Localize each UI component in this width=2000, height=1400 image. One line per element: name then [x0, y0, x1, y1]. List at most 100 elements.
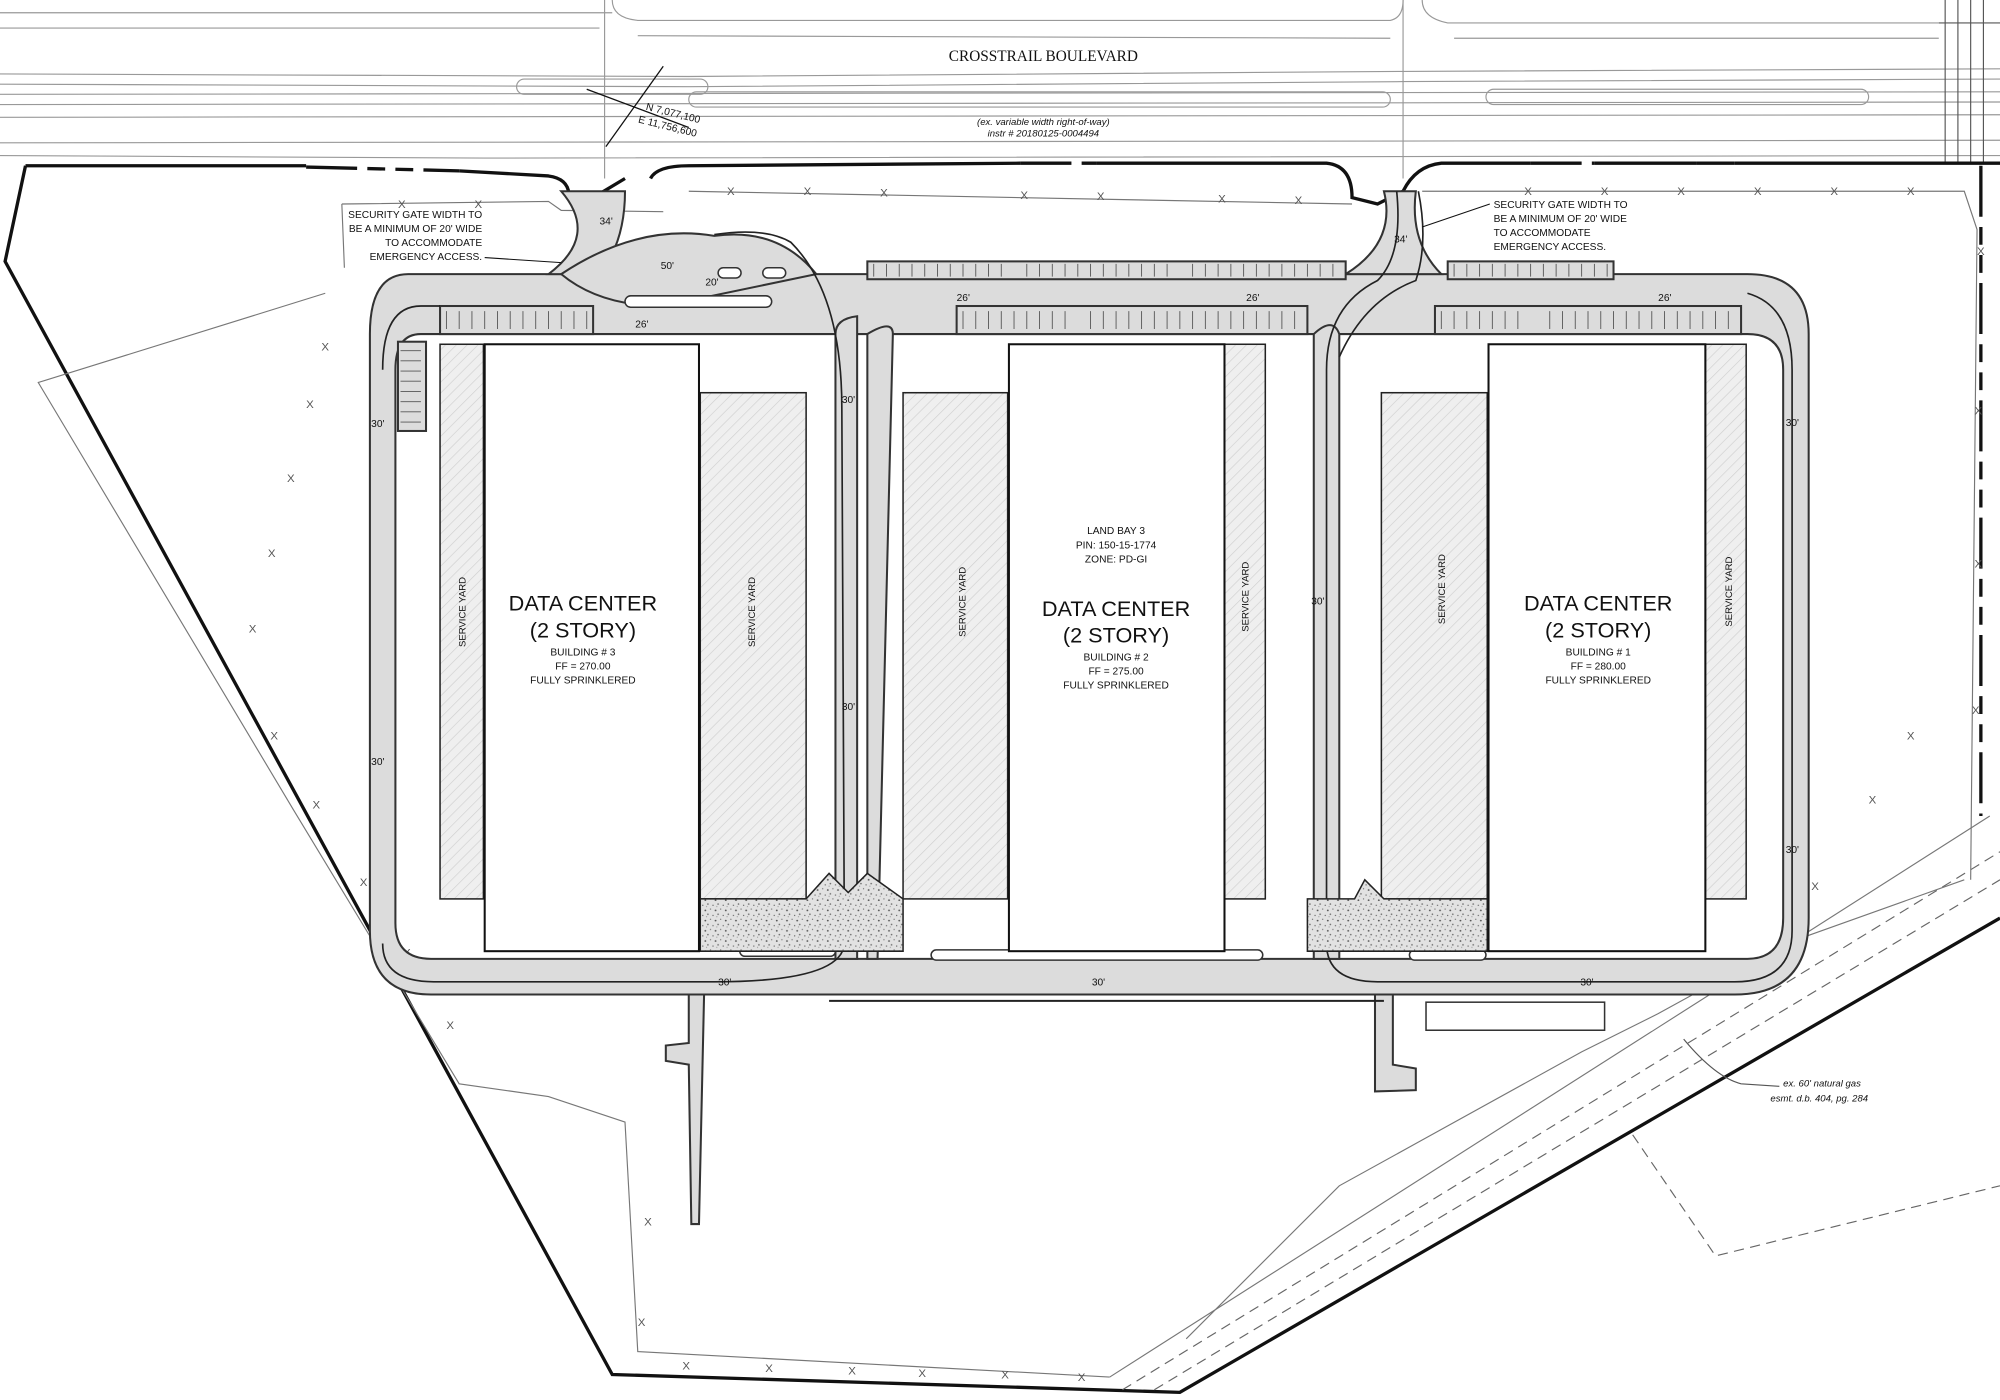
svg-text:X: X [446, 1020, 454, 1032]
svg-text:X: X [644, 1216, 652, 1228]
dim-gate-east: 34' [1394, 234, 1407, 245]
coordinate-callout: N 7,077,100 E 11,756,600 [586, 65, 702, 148]
land-bay-label: LAND BAY 3 [1087, 526, 1145, 537]
svg-text:X: X [1977, 246, 1985, 258]
svg-text:(2 STORY): (2 STORY) [1545, 618, 1651, 643]
dim-island-gap: 20' [705, 278, 718, 289]
svg-text:SERVICE YARD: SERVICE YARD [747, 577, 758, 647]
svg-text:X: X [1020, 190, 1028, 202]
svg-text:SECURITY GATE WIDTH TO: SECURITY GATE WIDTH TO [1494, 200, 1628, 211]
svg-text:FULLY SPRINKLERED: FULLY SPRINKLERED [1063, 681, 1169, 692]
svg-text:TO ACCOMMODATE: TO ACCOMMODATE [1494, 228, 1591, 239]
svg-text:X: X [474, 199, 482, 211]
fence-markers: X X X X X X X X X X X X X X X X X X X X … [249, 186, 1985, 1384]
svg-text:X: X [249, 623, 257, 635]
svg-text:X: X [1869, 794, 1877, 806]
svg-text:SECURITY GATE WIDTH TO: SECURITY GATE WIDTH TO [348, 210, 482, 221]
building-2-label: LAND BAY 3 PIN: 150-15-1774 ZONE: PD-GI … [1042, 526, 1190, 691]
svg-text:30': 30' [371, 419, 384, 430]
zone-label: ZONE: PD-GI [1085, 554, 1147, 565]
dim-gate-west: 34' [599, 216, 612, 227]
svg-text:X: X [270, 731, 278, 743]
svg-text:X: X [1218, 194, 1226, 206]
svg-text:30': 30' [1311, 596, 1324, 607]
building-1-complex [1306, 343, 1747, 953]
svg-text:SERVICE YARD: SERVICE YARD [1437, 554, 1448, 624]
building-1-label: DATA CENTER (2 STORY) BUILDING # 1 FF = … [1524, 591, 1672, 687]
svg-text:X: X [1754, 186, 1762, 198]
right-of-way-note: (ex. variable width right-of-way) [977, 117, 1110, 128]
svg-text:BUILDING # 2: BUILDING # 2 [1084, 652, 1149, 663]
svg-text:X: X [1097, 191, 1105, 203]
svg-text:FULLY SPRINKLERED: FULLY SPRINKLERED [1545, 675, 1651, 686]
svg-text:X: X [848, 1366, 856, 1378]
svg-text:30': 30' [842, 395, 855, 406]
svg-text:SERVICE YARD: SERVICE YARD [1241, 562, 1252, 632]
svg-text:X: X [804, 186, 812, 198]
svg-text:EMERGENCY ACCESS.: EMERGENCY ACCESS. [1494, 242, 1607, 253]
svg-text:X: X [1001, 1369, 1009, 1381]
svg-text:30': 30' [371, 757, 384, 768]
svg-text:X: X [1974, 558, 1982, 570]
svg-text:SERVICE YARD: SERVICE YARD [458, 577, 469, 647]
building-3-label: DATA CENTER (2 STORY) BUILDING # 3 FF = … [509, 591, 657, 687]
svg-text:X: X [880, 187, 888, 199]
service-yard-east-3 [699, 391, 807, 900]
dimension-labels: 34' 34' 50' 20' 26' 26' 26' 26' 30' 30' … [371, 216, 1799, 988]
building-1 [1487, 343, 1707, 953]
svg-text:26': 26' [635, 320, 648, 331]
svg-text:FF = 280.00: FF = 280.00 [1571, 661, 1627, 672]
svg-text:30': 30' [718, 978, 731, 989]
service-yard-labels: SERVICE YARD SERVICE YARD SERVICE YARD S… [458, 554, 1736, 647]
instrument-note: instr # 20180125-0004494 [988, 128, 1100, 139]
service-yard-west-3 [439, 343, 485, 900]
pin-label: PIN: 150-15-1774 [1076, 540, 1157, 551]
street-name: CROSSTRAIL BOULEVARD [949, 48, 1138, 65]
svg-text:X: X [1907, 186, 1915, 198]
svg-text:X: X [1974, 405, 1982, 417]
svg-text:26': 26' [1246, 293, 1259, 304]
svg-text:X: X [1907, 731, 1915, 743]
gate-note-west: SECURITY GATE WIDTH TO BE A MINIMUM OF 2… [348, 210, 562, 264]
svg-text:30': 30' [1786, 418, 1799, 429]
svg-text:X: X [1972, 705, 1980, 717]
service-yard-west-1 [1380, 391, 1489, 900]
svg-text:X: X [682, 1360, 690, 1372]
easement-note-line1: ex. 60' natural gas [1783, 1078, 1861, 1089]
svg-text:SERVICE YARD: SERVICE YARD [1724, 557, 1735, 627]
svg-text:DATA CENTER: DATA CENTER [509, 591, 657, 616]
building-3 [483, 343, 700, 953]
service-yard-east-2 [1223, 343, 1267, 900]
svg-text:DATA CENTER: DATA CENTER [1042, 596, 1190, 621]
svg-text:BUILDING # 1: BUILDING # 1 [1566, 647, 1631, 658]
svg-text:X: X [306, 399, 314, 411]
gate-note-east: SECURITY GATE WIDTH TO BE A MINIMUM OF 2… [1422, 200, 1628, 253]
svg-text:SERVICE YARD: SERVICE YARD [958, 567, 969, 637]
svg-text:FULLY SPRINKLERED: FULLY SPRINKLERED [530, 675, 636, 686]
building-2 [1007, 343, 1226, 953]
svg-text:EMERGENCY ACCESS.: EMERGENCY ACCESS. [370, 252, 483, 263]
gas-easement [1109, 815, 2000, 1391]
svg-text:X: X [727, 186, 735, 198]
svg-text:X: X [1677, 186, 1685, 198]
svg-text:(2 STORY): (2 STORY) [1063, 623, 1169, 648]
svg-text:TO ACCOMMODATE: TO ACCOMMODATE [385, 238, 482, 249]
service-yard-east-1 [1704, 343, 1747, 900]
svg-text:BUILDING # 3: BUILDING # 3 [550, 647, 615, 658]
svg-text:30': 30' [1580, 978, 1593, 989]
svg-text:FF = 275.00: FF = 275.00 [1088, 667, 1144, 678]
svg-text:X: X [918, 1368, 926, 1380]
svg-text:30': 30' [1786, 845, 1799, 856]
svg-text:BE A MINIMUM OF 20' WIDE: BE A MINIMUM OF 20' WIDE [349, 224, 482, 235]
svg-text:X: X [1524, 186, 1532, 198]
svg-text:26': 26' [1658, 293, 1671, 304]
svg-text:X: X [268, 548, 276, 560]
svg-text:X: X [398, 199, 406, 211]
islands [624, 266, 1606, 1032]
svg-text:X: X [321, 342, 329, 354]
svg-text:30': 30' [842, 702, 855, 713]
svg-text:26': 26' [957, 293, 970, 304]
svg-text:X: X [1811, 881, 1819, 893]
svg-text:(2 STORY): (2 STORY) [530, 618, 636, 643]
